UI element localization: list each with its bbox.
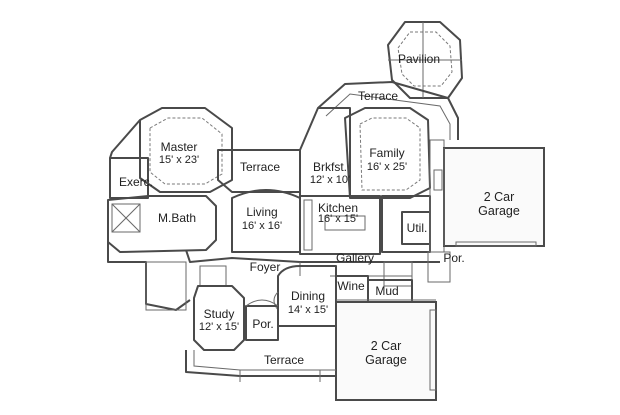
room-dims-dining: 14' x 15' [288,304,328,316]
room-label-exercise: Exerc. [119,175,153,189]
master-outline [139,107,233,193]
room-label-kitchen: Kitchen [318,201,358,215]
room-dims-master: 15' x 23' [159,154,199,166]
walls [107,21,545,401]
family-outline [344,107,431,199]
room-label-porch-right: Por. [443,251,464,265]
room-label-brkfst: Brkfst. [313,160,347,174]
room-label-foyer: Foyer [250,260,281,274]
room-dims-living: 16' x 16' [242,220,282,232]
room-label-wine: Wine [337,279,365,293]
porch-front-outline [245,305,279,341]
room-label-pavilion: Pavilion [398,52,440,66]
room-dims-garage-right: Garage [478,204,520,218]
room-label-garage-right: 2 Car [484,190,515,204]
room-label-utility: Util. [407,221,428,235]
room-label-garage-front: 2 Car [371,339,402,353]
labels: Pavilion Terrace Master 15' x 23' Terrac… [119,52,520,367]
room-label-terrace-front: Terrace [264,353,304,367]
study-outline [193,285,245,351]
room-label-master: Master [161,140,198,154]
garage-front-outline [335,301,437,401]
room-dims-kitchen: 16' x 15' [318,213,358,225]
pavilion-inner [397,31,453,87]
room-dims-family: 16' x 25' [367,161,407,173]
room-dims-study: 12' x 15' [199,321,239,333]
family-inner [359,117,421,191]
room-label-study: Study [204,307,235,321]
room-label-living: Living [246,205,277,219]
room-label-terrace-mid: Terrace [240,160,280,174]
room-label-family: Family [369,146,404,160]
room-label-gallery: Gallery [336,251,374,265]
mid-terrace-outline [217,149,301,193]
kitchen-outline [299,195,381,255]
left-outer-wall [109,119,141,159]
master-inner [149,117,223,185]
front-terrace-edge [185,350,336,377]
room-label-mud: Mud [375,284,398,298]
brkfst-outline [299,107,351,197]
room-label-dining: Dining [291,289,325,303]
room-label-mbath: M.Bath [158,211,196,225]
rear-terrace-edge [317,81,459,140]
room-label-porch-front: Por. [252,317,273,331]
porch-right-outline [427,251,451,283]
room-dims-garage-front: Garage [365,353,407,367]
room-label-terrace-rear: Terrace [358,89,398,103]
mbath-outline [107,195,217,253]
room-dims-brkfst: 12' x 10' [310,174,350,186]
